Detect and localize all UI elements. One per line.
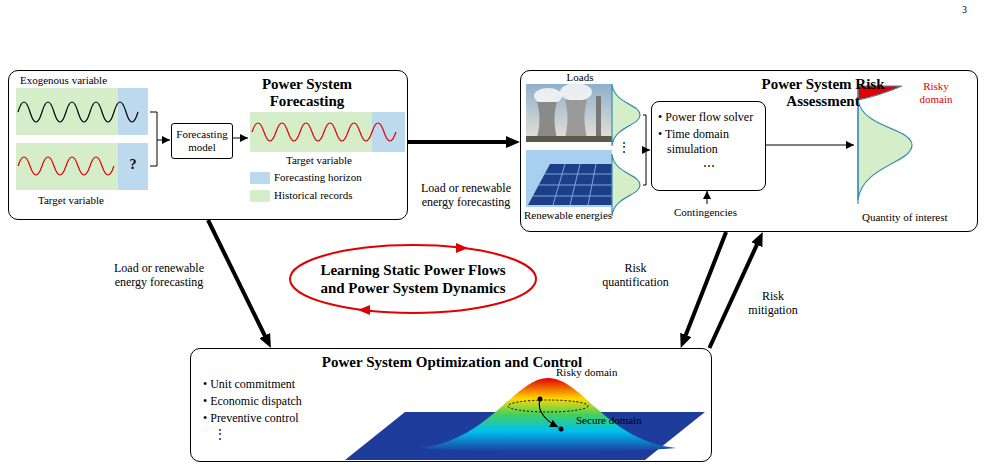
text-label: ⋮ <box>214 428 226 442</box>
text-label: Quantity of interest <box>862 211 948 224</box>
flow-arrow <box>707 191 708 204</box>
legend-text: Historical records <box>274 189 353 202</box>
text-label: Renewable energies <box>524 209 612 222</box>
legend-swatch <box>250 172 270 184</box>
node-text: • Time domain simulation <box>658 127 759 156</box>
edge-label: Risk mitigation <box>742 290 804 318</box>
edge-label: Load or renewable energy forecasting <box>103 262 215 290</box>
text-label: Secure domain <box>576 414 642 427</box>
text-label: Exogenous variable <box>20 74 107 87</box>
flow-arrow <box>709 239 759 348</box>
legend-swatch <box>250 190 270 202</box>
text-label: • Preventive control <box>203 412 299 426</box>
text-label: • Economic dispatch <box>203 395 302 409</box>
distribution-curve <box>858 84 912 204</box>
solar-panel-image <box>526 150 612 207</box>
cycle-arrowhead <box>358 305 370 315</box>
node-text: ⋯ <box>658 159 759 173</box>
ellipse-shape <box>290 245 536 313</box>
distribution-curve <box>612 84 640 146</box>
node-title: • Power flow solver <box>658 110 759 124</box>
waveform-panel <box>250 112 405 152</box>
waveform-panel <box>16 88 148 135</box>
flow-arrow <box>765 145 854 146</box>
node-title: Power System Risk Assessment <box>753 76 893 111</box>
text-label: Contingencies <box>674 206 737 219</box>
text-label: ⋮ <box>618 141 630 155</box>
edge-label: Risk quantification <box>598 262 673 290</box>
risk-surface <box>345 378 705 460</box>
waveform-panel <box>16 143 148 190</box>
cycle-arrowhead <box>456 243 468 253</box>
node-title: Learning Static Power Flows and Power Sy… <box>310 261 516 297</box>
process-box: Forecasting model <box>171 123 233 159</box>
flow-arrow <box>232 138 248 139</box>
merge-bracket <box>643 115 650 185</box>
power-plant-image <box>526 83 612 142</box>
text-label: Target variable <box>286 154 352 167</box>
solver-box: • Power flow solver • Time domain simulat… <box>651 101 766 191</box>
text-label: ? <box>118 157 148 173</box>
distribution-curve <box>612 154 640 216</box>
text-label: Loads <box>555 71 605 84</box>
ellipse-outline <box>288 243 538 315</box>
edge-label: Load or renewable energy forecasting <box>410 182 522 210</box>
node-title: Power System Optimization and Control <box>191 354 713 371</box>
legend-text: Forecasting horizon <box>274 171 362 184</box>
merge-bracket <box>150 112 170 166</box>
node-title: Power System Forecasting <box>237 76 377 111</box>
node-title: Forecasting model <box>174 128 230 154</box>
flow-arrow <box>408 140 512 144</box>
text-label: Target variable <box>38 194 104 207</box>
ellipse-node: Learning Static Power Flows and Power Sy… <box>288 243 538 315</box>
text-label: • Unit commitment <box>203 378 295 392</box>
section-box: Power System Risk Assessment• Power flow… <box>520 70 978 232</box>
text-label: 3 <box>962 4 967 16</box>
flow-arrow <box>208 220 267 341</box>
text-label: Risky domain <box>912 80 960 105</box>
